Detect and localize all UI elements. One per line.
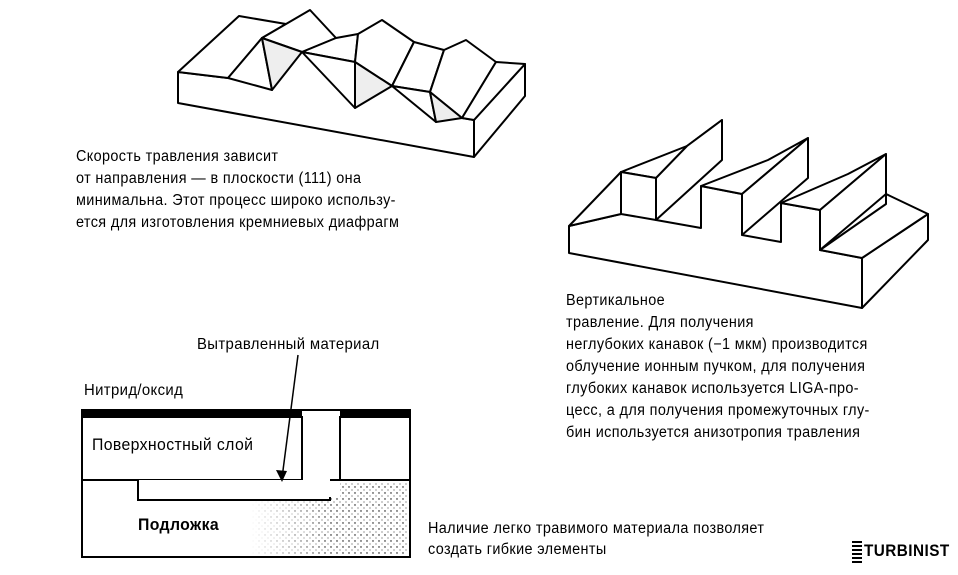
caption-line: глубоких канавок используется LIGA-про- bbox=[566, 380, 859, 397]
caption-line: минимальна. Этот процесс широко использу… bbox=[76, 192, 396, 209]
caption-line: Вертикальное bbox=[566, 292, 666, 309]
cross-section-diagram bbox=[81, 354, 411, 558]
caption-line: неглубоких канавок (−1 мкм) производится bbox=[566, 336, 868, 353]
caption-line: Скорость травления зависит bbox=[76, 148, 279, 165]
caption-line: травление. Для получения bbox=[566, 314, 754, 331]
turbinist-logo: TURBINIST bbox=[852, 538, 958, 564]
logo-text: TURBINIST bbox=[864, 541, 950, 560]
nitride-oxide-label: Нитрид/оксид bbox=[84, 382, 184, 399]
substrate-label: Подложка bbox=[138, 515, 220, 534]
vertical-groove-block bbox=[568, 119, 929, 309]
anisotropic-etch-caption: Скорость травления зависит от направлени… bbox=[76, 146, 399, 234]
caption-line: бин используется анизотропия травления bbox=[566, 424, 861, 441]
v-groove-block bbox=[177, 9, 526, 158]
caption-line: ется для изготовления кремниевых диафраг… bbox=[76, 214, 400, 231]
caption-line: от направления — в плоскости (111) она bbox=[76, 170, 362, 187]
flexible-elements-caption: Наличие легко травимого материала позвол… bbox=[428, 518, 764, 560]
etched-material-label: Вытравленный материал bbox=[197, 336, 380, 353]
caption-line: Наличие легко травимого материала позвол… bbox=[428, 520, 765, 537]
barcode-logo-icon bbox=[852, 539, 862, 563]
caption-line: создать гибкие элементы bbox=[428, 541, 607, 558]
caption-line: облучение ионным пучком, для получения bbox=[566, 358, 866, 375]
caption-line: цесс, а для получения промежуточных глу- bbox=[566, 402, 870, 419]
surface-layer-label: Поверхностный слой bbox=[92, 435, 254, 454]
vertical-etch-caption: Вертикальное травление. Для получения не… bbox=[566, 290, 870, 444]
